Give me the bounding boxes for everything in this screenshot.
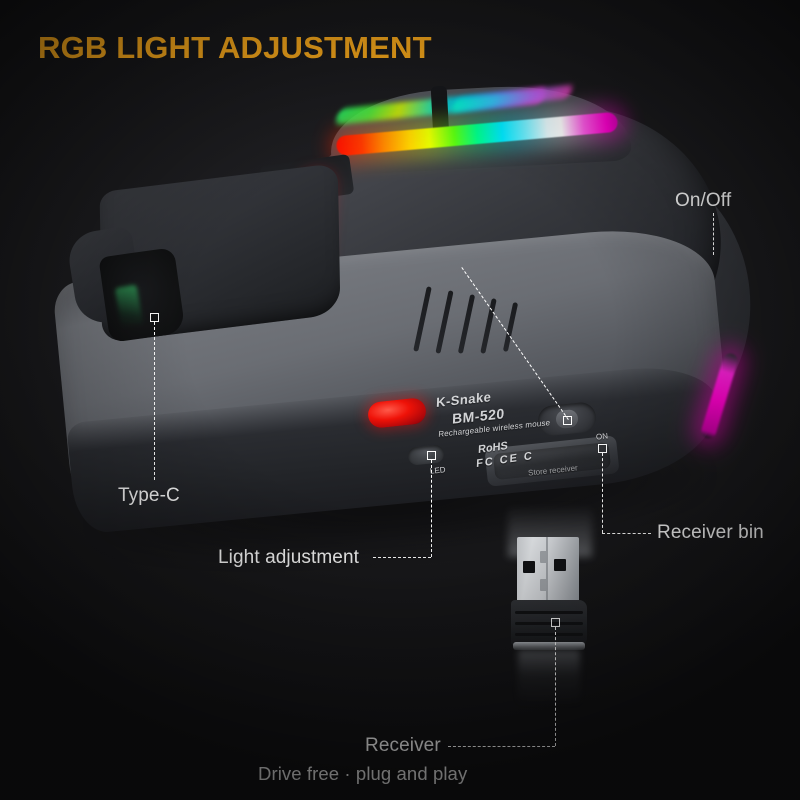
- product-infographic: RGB LIGHT ADJUSTMENT: [0, 0, 800, 800]
- background-vignette: [0, 0, 800, 800]
